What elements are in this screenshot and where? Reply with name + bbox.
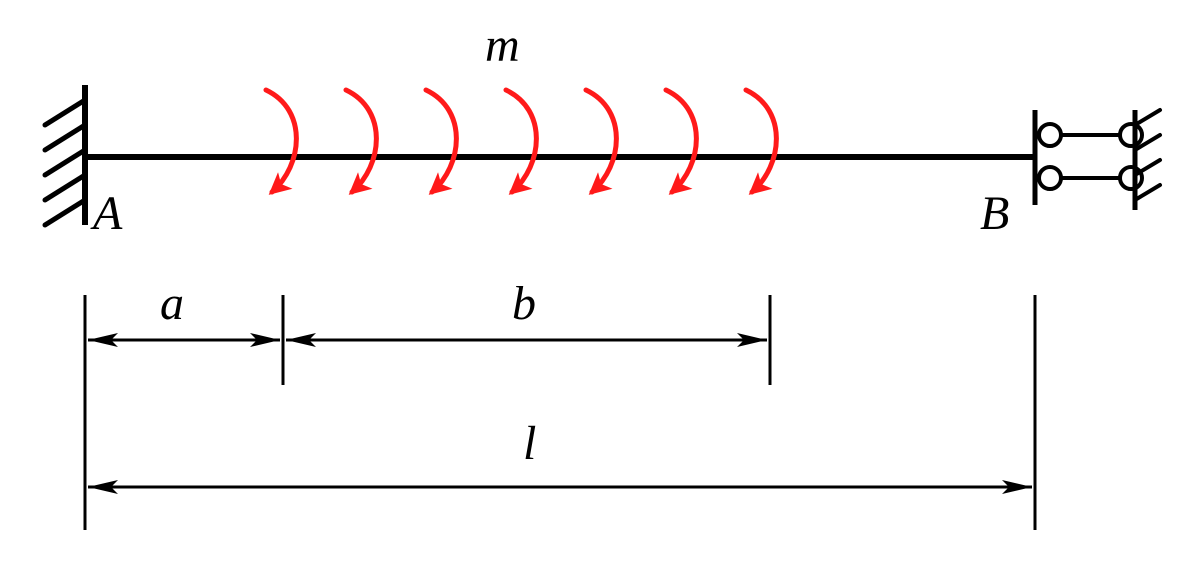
- support-label-a: A: [93, 187, 123, 240]
- moment-arrow: [663, 87, 699, 195]
- distributed-moment-load: [263, 87, 779, 195]
- support-label-b: B: [980, 187, 1010, 240]
- moment-arrow: [743, 87, 779, 195]
- moment-arrow: [503, 87, 539, 195]
- moment-arrow: [583, 87, 619, 195]
- moment-label: m: [485, 19, 520, 72]
- dimension-label-b: b: [512, 277, 536, 330]
- moment-arrow: [343, 87, 379, 195]
- dimension-lines: [83, 295, 1037, 530]
- dimension-label-a: a: [160, 277, 184, 330]
- sliding-support-b: [1032, 108, 1162, 210]
- moment-arrow: [263, 87, 299, 195]
- fixed-support-a: [42, 85, 88, 228]
- moment-arrow: [423, 87, 459, 195]
- dimension-label-l: l: [523, 417, 537, 470]
